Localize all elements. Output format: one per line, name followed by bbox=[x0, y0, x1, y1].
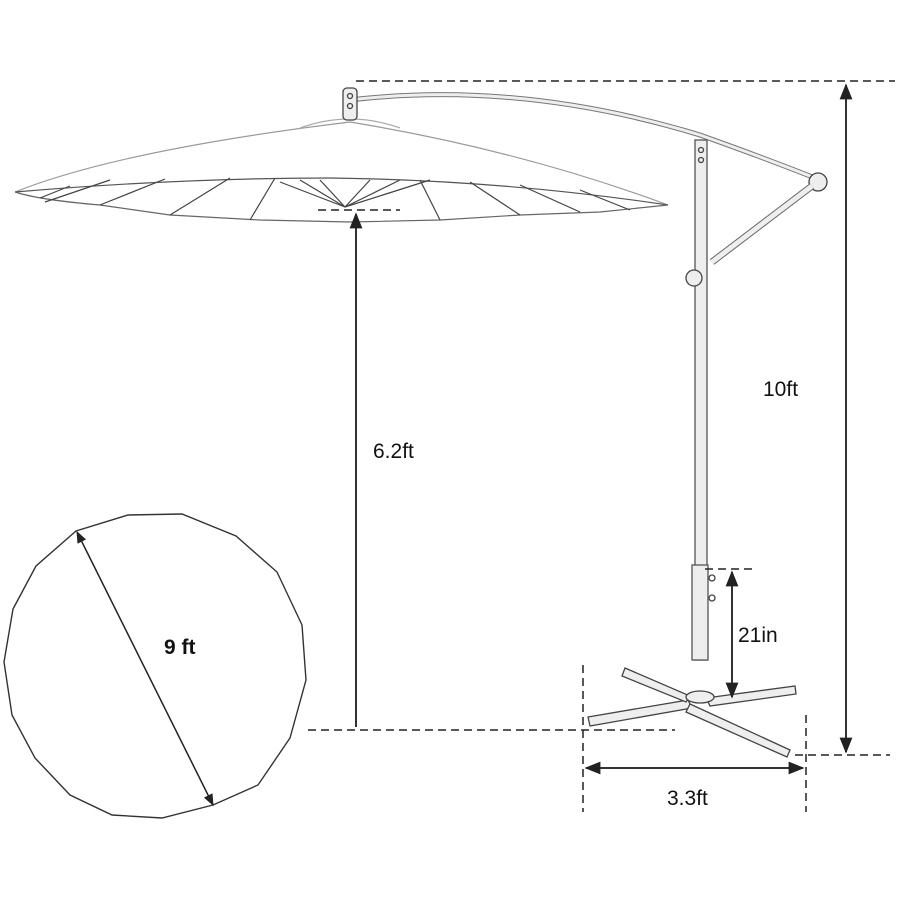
cross-base bbox=[587, 667, 797, 758]
dimension-arrows bbox=[349, 83, 853, 775]
base-pole-height-label: 21in bbox=[738, 624, 778, 647]
total-height-label: 10ft bbox=[763, 378, 799, 401]
canopy-side-view bbox=[14, 118, 669, 223]
canopy-diameter-label: 9 ft bbox=[164, 636, 196, 659]
diameter-arrow bbox=[76, 530, 214, 807]
clearance-height-label: 6.2ft bbox=[373, 440, 414, 463]
base-width-label: 3.3ft bbox=[667, 787, 708, 810]
canopy-top-view bbox=[3, 513, 307, 819]
dimension-guides bbox=[308, 80, 895, 812]
umbrella-frame bbox=[342, 87, 828, 661]
